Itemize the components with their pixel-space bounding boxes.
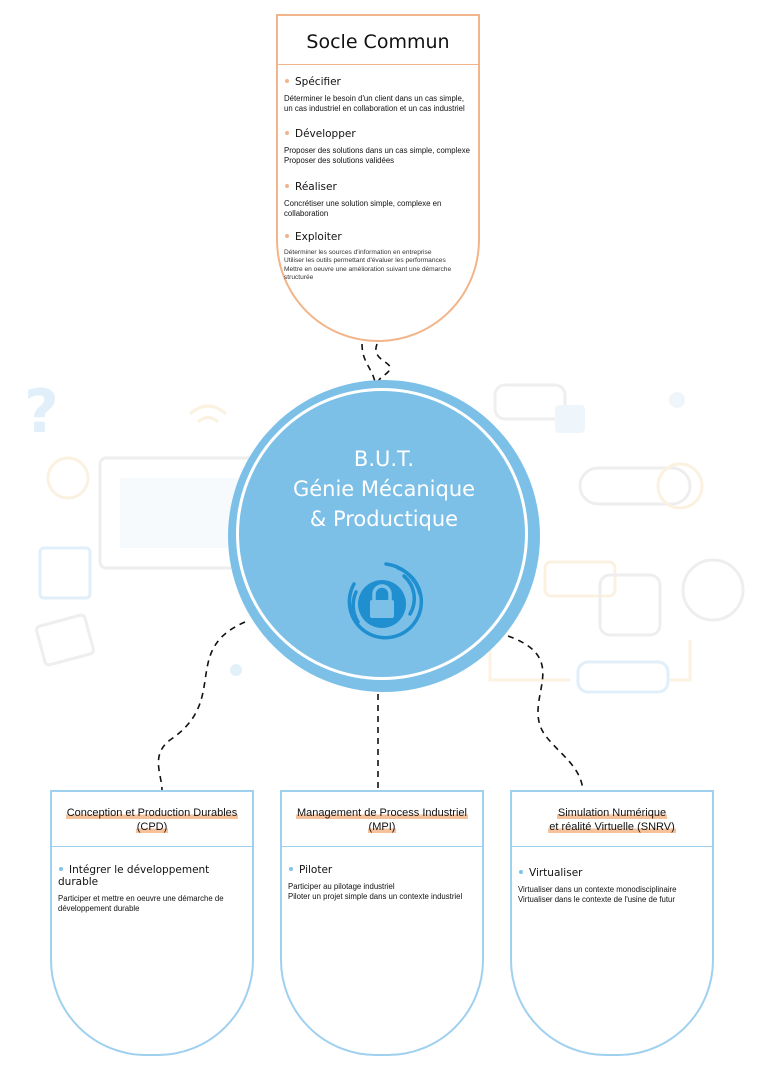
section-line: Virtualiser dans le contexte de l'usine … — [518, 895, 675, 904]
hub-line: & Productique — [309, 507, 459, 531]
card-title-line: Management de Process Industriel — [296, 807, 468, 819]
but-gmp-hub: B.U.T. Génie Mécanique & Productique — [228, 380, 540, 692]
section-title: Spécifier — [295, 76, 341, 88]
section-title: Intégrer le développement durable — [58, 864, 210, 888]
settings-card-icon — [35, 613, 95, 667]
hub-line: B.U.T. — [353, 447, 415, 471]
card-title: Management de Process Industriel (MPI) — [282, 806, 482, 834]
bullet-icon — [285, 79, 289, 83]
section-line: Proposer des solutions dans un cas simpl… — [284, 146, 470, 155]
chip-icon — [38, 546, 92, 600]
section-line: Piloter un projet simple dans un context… — [288, 892, 463, 901]
section-line: un cas industriel en collaboration et un… — [284, 104, 465, 113]
section-line: Déterminer le besoin d'un client dans un… — [284, 94, 465, 103]
section-line: Utiliser les outils permettant d'évaluer… — [284, 257, 446, 265]
lightbulb-icon — [681, 558, 745, 622]
bullet-icon — [285, 184, 289, 188]
cpd-card: Conception et Production Durables (CPD) … — [50, 790, 254, 1056]
section-line: Proposer des solutions validées — [284, 156, 395, 165]
hub-title: B.U.T. Génie Mécanique & Productique — [228, 444, 540, 534]
bullet-icon — [59, 867, 63, 871]
bullet-icon — [289, 867, 293, 871]
card-title-line: et réalité Virtuelle (SNRV) — [548, 821, 676, 833]
card-section: Virtualiser Virtualiser dans un contexte… — [518, 867, 706, 905]
snrv-card: Simulation Numérique et réalité Virtuell… — [510, 790, 714, 1056]
section-title: Développer — [295, 128, 356, 140]
chat-bubble-2-icon — [576, 660, 670, 694]
mpi-card: Management de Process Industriel (MPI) P… — [280, 790, 484, 1056]
socle-commun-card: Socle Commun Spécifier Déterminer le bes… — [276, 14, 480, 342]
section-developper: Développer Proposer des solutions dans u… — [284, 128, 472, 166]
padlock-icon — [347, 562, 424, 640]
card-title-line: Simulation Numérique — [556, 807, 668, 819]
battery-icon — [543, 560, 617, 598]
section-specifier: Spécifier Déterminer le besoin d'un clie… — [284, 76, 472, 114]
socle-commun-title: Socle Commun — [306, 31, 450, 53]
title-divider — [282, 846, 482, 847]
hub-ring — [236, 388, 528, 680]
section-line: Virtualiser dans un contexte monodiscipl… — [518, 885, 677, 894]
question-mark-icon: ? — [24, 377, 59, 447]
code-icon — [598, 573, 662, 637]
hub-line: Génie Mécanique — [292, 477, 476, 501]
section-line: structurée — [284, 274, 314, 282]
section-line: Participer et mettre en oeuvre une démar… — [58, 894, 224, 903]
bullet-icon — [285, 131, 289, 135]
section-title: Piloter — [299, 864, 333, 876]
card-title-line: Conception et Production Durables — [65, 807, 239, 819]
section-line: développement durable — [58, 904, 140, 913]
card-title: Conception et Production Durables (CPD) — [52, 806, 252, 834]
card-title-line: (CPD) — [135, 821, 169, 833]
card-title: Simulation Numérique et réalité Virtuell… — [512, 806, 712, 834]
wifi-icon — [189, 404, 227, 424]
section-line: Mettre en oeuvre une amélioration suivan… — [284, 265, 452, 273]
section-line: collaboration — [284, 209, 329, 218]
connectors — [157, 343, 584, 791]
section-exploiter: Exploiter Déterminer les sources d'infor… — [284, 231, 472, 283]
card-section: Piloter Participer au pilotage industrie… — [288, 864, 476, 902]
section-line: Concrétiser une solution simple, complex… — [284, 199, 442, 208]
fan-icon — [656, 462, 704, 510]
gear-icon — [46, 456, 90, 500]
section-line: Déterminer les sources d'information en … — [284, 249, 432, 256]
card-title-line: (MPI) — [367, 821, 397, 833]
section-line: Participer au pilotage industriel — [288, 882, 395, 891]
hashtag-icon — [555, 405, 585, 433]
bullet-icon — [519, 870, 523, 874]
card-section: Intégrer le développement durable Partic… — [58, 864, 246, 914]
bullet-icon — [285, 234, 289, 238]
section-realiser: Réaliser Concrétiser une solution simple… — [284, 181, 472, 219]
section-title: Réaliser — [295, 181, 337, 193]
chat-bubble-icon — [493, 383, 567, 421]
title-divider — [278, 64, 478, 65]
section-title: Exploiter — [295, 231, 342, 243]
section-title: Virtualiser — [529, 867, 583, 879]
title-divider — [52, 846, 252, 847]
title-divider — [512, 846, 712, 847]
